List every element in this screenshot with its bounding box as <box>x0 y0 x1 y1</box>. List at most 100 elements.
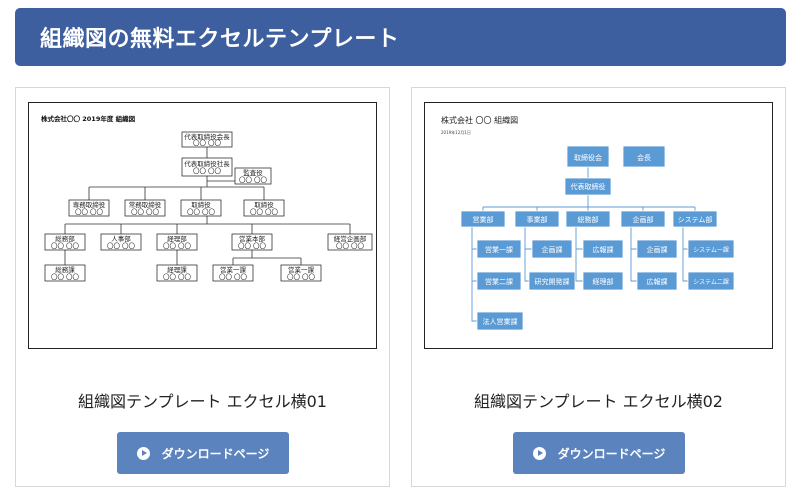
box-section <box>156 264 198 282</box>
svg-text:営業本部: 営業本部 <box>239 234 266 243</box>
svg-text:人事部: 人事部 <box>111 234 131 243</box>
svg-text:営業一課: 営業一課 <box>288 265 315 274</box>
svg-text:経理課: 経理課 <box>167 265 187 274</box>
svg-text:〇〇 〇〇: 〇〇 〇〇 <box>336 242 365 250</box>
svg-text:広報課: 広報課 <box>593 245 614 254</box>
svg-text:専務取締役: 専務取締役 <box>73 200 106 209</box>
svg-text:〇〇 〇〇: 〇〇 〇〇 <box>51 273 80 281</box>
svg-text:総務部: 総務部 <box>578 215 599 224</box>
download-button-label: ダウンロードページ <box>557 446 666 461</box>
arrow-circle-icon <box>532 446 546 460</box>
box-auditor <box>234 167 272 185</box>
svg-text:〇〇 〇〇: 〇〇 〇〇 <box>219 273 248 281</box>
svg-text:システム部: システム部 <box>678 215 713 224</box>
box-section <box>687 239 735 259</box>
template-thumbnail-01[interactable]: 株式会社〇〇 2019年度 組織図 代表取締役会長 〇〇 〇〇 代表取締役社長 … <box>28 102 377 349</box>
svg-text:総務部: 総務部 <box>55 234 75 243</box>
svg-text:営業一課: 営業一課 <box>485 245 513 254</box>
svg-text:営業一課: 営業一課 <box>220 265 247 274</box>
svg-text:代表取締役社長: 代表取締役社長 <box>184 159 230 168</box>
box-section <box>44 264 86 282</box>
box-dept <box>156 233 198 251</box>
svg-text:総務課: 総務課 <box>55 265 75 274</box>
box-section <box>476 271 522 291</box>
svg-text:企画部: 企画部 <box>633 215 654 224</box>
svg-text:監査役: 監査役 <box>243 168 263 177</box>
org-chart-preview-01: 株式会社〇〇 2019年度 組織図 代表取締役会長 〇〇 〇〇 代表取締役社長 … <box>41 114 373 282</box>
box-exec <box>180 199 222 217</box>
template-title-02[interactable]: 組織図テンプレート エクセル横02 <box>474 392 723 411</box>
box-dept <box>44 233 86 251</box>
svg-text:〇〇 〇〇: 〇〇 〇〇 <box>75 208 104 216</box>
svg-text:取締役: 取締役 <box>191 200 211 209</box>
template-thumbnail-02[interactable]: 株式会社 〇〇 組織図 2019年12月1日 取締役会 会長 代表取締役 営業部… <box>424 102 773 349</box>
svg-text:会長: 会長 <box>637 153 651 162</box>
box-section <box>531 239 573 259</box>
template-title-01[interactable]: 組織図テンプレート エクセル横01 <box>78 392 327 411</box>
box-section <box>280 264 322 282</box>
box-section <box>212 264 254 282</box>
box-board <box>566 145 610 168</box>
svg-text:企画課: 企画課 <box>542 245 563 254</box>
svg-text:〇〇 〇〇: 〇〇 〇〇 <box>238 242 267 250</box>
box-dept <box>672 210 718 228</box>
svg-text:研究開発課: 研究開発課 <box>535 277 570 286</box>
svg-text:システム二課: システム二課 <box>693 278 729 286</box>
svg-text:営業二課: 営業二課 <box>485 277 513 286</box>
box-dept <box>565 210 611 228</box>
preview-heading: 株式会社〇〇 2019年度 組織図 <box>41 114 136 123</box>
template-card-01: 株式会社〇〇 2019年度 組織図 代表取締役会長 〇〇 〇〇 代表取締役社長 … <box>15 87 390 487</box>
svg-text:経理部: 経理部 <box>167 234 187 243</box>
box-dept <box>460 210 506 228</box>
svg-text:〇〇 〇〇: 〇〇 〇〇 <box>163 242 192 250</box>
svg-text:〇〇 〇〇: 〇〇 〇〇 <box>193 139 222 147</box>
box-dept <box>231 233 273 251</box>
svg-text:〇〇 〇〇: 〇〇 〇〇 <box>239 176 268 184</box>
box-president <box>181 157 233 177</box>
svg-text:経営企画部: 経営企画部 <box>334 234 367 243</box>
box-chairman <box>181 131 233 148</box>
box-section <box>476 311 524 331</box>
download-page-button-02[interactable]: ダウンロードページ <box>513 432 685 474</box>
svg-text:〇〇 〇〇: 〇〇 〇〇 <box>107 242 136 250</box>
svg-text:代表取締役: 代表取締役 <box>571 182 606 191</box>
svg-text:代表取締役会長: 代表取締役会長 <box>184 132 230 141</box>
svg-text:取締役会: 取締役会 <box>574 153 602 162</box>
box-dept <box>100 233 142 251</box>
preview-heading: 株式会社 〇〇 組織図 <box>441 115 518 125</box>
svg-text:〇〇 〇〇: 〇〇 〇〇 <box>250 208 279 216</box>
org-chart-preview-02: 株式会社 〇〇 組織図 2019年12月1日 取締役会 会長 代表取締役 営業部… <box>441 115 735 331</box>
svg-text:経理部: 経理部 <box>593 277 614 286</box>
box-dept <box>514 210 560 228</box>
box-ceo <box>564 177 612 196</box>
box-exec <box>124 199 166 217</box>
box-section <box>636 271 678 291</box>
page-title: 組織図の無料エクセルテンプレート <box>40 27 400 52</box>
svg-text:〇〇 〇〇: 〇〇 〇〇 <box>187 208 216 216</box>
box-section <box>528 271 576 291</box>
download-page-button-01[interactable]: ダウンロードページ <box>117 432 289 474</box>
box-section <box>687 271 735 291</box>
svg-text:常務取締役: 常務取締役 <box>129 200 162 209</box>
svg-text:営業部: 営業部 <box>473 215 494 224</box>
box-dept <box>327 233 373 251</box>
svg-text:広報課: 広報課 <box>647 277 668 286</box>
svg-text:企画課: 企画課 <box>647 245 668 254</box>
svg-text:〇〇 〇〇: 〇〇 〇〇 <box>193 167 222 175</box>
svg-text:〇〇 〇〇: 〇〇 〇〇 <box>163 273 192 281</box>
box-section <box>476 239 522 259</box>
svg-text:事業部: 事業部 <box>527 215 548 224</box>
page-banner: 組織図の無料エクセルテンプレート <box>15 8 786 66</box>
box-section <box>582 239 624 259</box>
box-dept <box>620 210 666 228</box>
svg-text:〇〇 〇〇: 〇〇 〇〇 <box>51 242 80 250</box>
box-exec <box>68 199 110 217</box>
download-button-label: ダウンロードページ <box>161 446 270 461</box>
svg-text:システム一課: システム一課 <box>693 246 729 254</box>
svg-text:〇〇 〇〇: 〇〇 〇〇 <box>287 273 316 281</box>
svg-text:〇〇 〇〇: 〇〇 〇〇 <box>131 208 160 216</box>
box-chairman <box>622 145 666 168</box>
svg-text:法人営業課: 法人営業課 <box>483 317 518 326</box>
arrow-circle-icon <box>136 446 150 460</box>
svg-text:取締役: 取締役 <box>254 200 274 209</box>
